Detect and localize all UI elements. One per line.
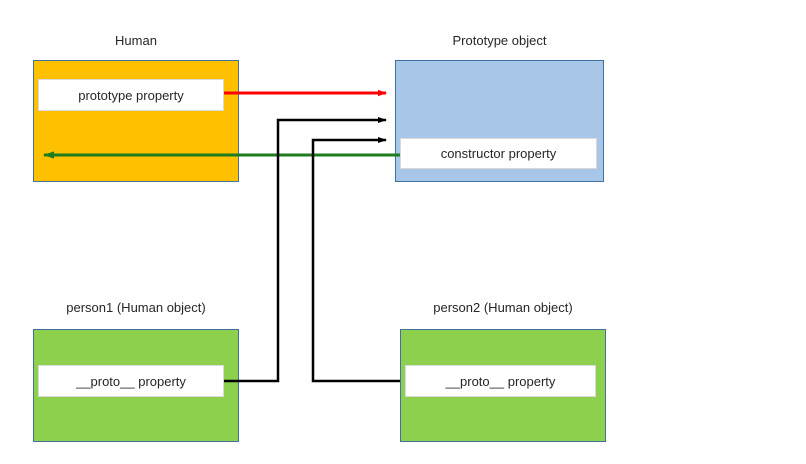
label-prototype-object: Prototype object: [452, 33, 547, 48]
property-prototype: prototype property: [38, 79, 224, 111]
label-person2: person2 (Human object): [433, 300, 573, 315]
property-proto-person1: __proto__ property: [38, 365, 224, 397]
property-constructor: constructor property: [400, 138, 597, 169]
connector-proto-link-person2: [311, 137, 400, 383]
label-human: Human: [115, 33, 157, 48]
connector-proto-link-person1: [224, 117, 387, 383]
label-person1: person1 (Human object): [66, 300, 206, 315]
property-proto-person2: __proto__ property: [405, 365, 596, 397]
